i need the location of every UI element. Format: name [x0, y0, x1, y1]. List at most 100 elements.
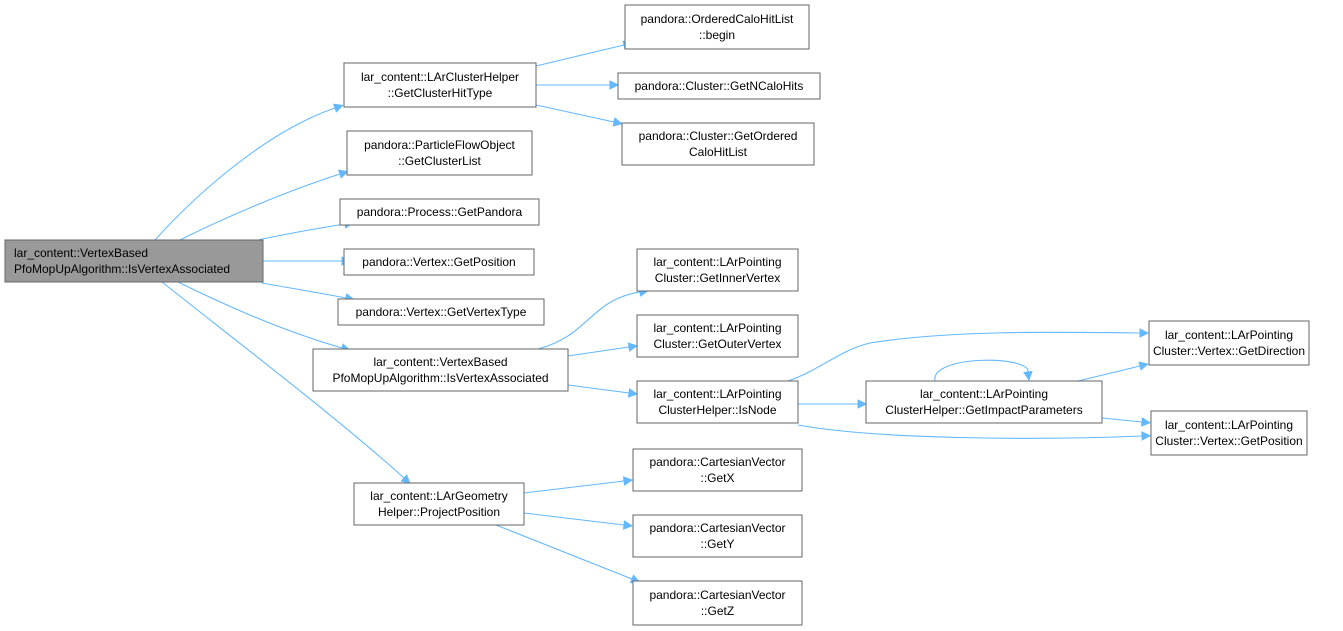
arrowhead — [622, 476, 634, 486]
edge-n7-to-n18 — [523, 512, 634, 530]
node-n3[interactable]: pandora::Process::GetPandora — [339, 198, 540, 226]
node-n2[interactable]: pandora::ParticleFlowObject::GetClusterL… — [346, 130, 533, 176]
node-box — [632, 448, 803, 492]
node-n7[interactable]: lar_content::LArGeometryHelper::ProjectP… — [353, 482, 525, 526]
arrowhead — [612, 117, 623, 127]
node-box — [4, 239, 264, 283]
arrowhead — [1141, 431, 1152, 441]
node-n6[interactable]: lar_content::VertexBasedPfoMopUpAlgorith… — [312, 348, 569, 392]
edge-root-to-n1 — [154, 103, 344, 241]
edge-n13-to-n15 — [787, 328, 1150, 382]
node-label-line: Helper::ProjectPosition — [378, 505, 500, 519]
arrowhead — [857, 399, 868, 409]
edge-root-to-n2 — [179, 169, 349, 241]
edge-n1-to-n8 — [535, 40, 633, 67]
node-label-line: Cluster::GetInnerVertex — [655, 271, 780, 285]
edge-root-to-n4 — [263, 256, 352, 266]
node-box — [346, 130, 533, 176]
arrowhead — [332, 103, 344, 113]
node-label-line: pandora::CartesianVector — [649, 521, 785, 535]
node-box — [617, 72, 821, 100]
node-label-line: lar_content::VertexBased — [373, 355, 507, 369]
arrowhead — [400, 474, 411, 485]
node-n8[interactable]: pandora::OrderedCaloHitList::begin — [624, 4, 810, 50]
edge-root-to-n7 — [161, 281, 411, 485]
node-box — [343, 62, 537, 108]
node-n18[interactable]: pandora::CartesianVector::GetY — [632, 514, 803, 558]
node-box — [312, 348, 569, 392]
node-label-line: ::GetZ — [701, 604, 734, 618]
node-box — [343, 248, 535, 276]
node-box — [632, 580, 803, 626]
node-n12[interactable]: lar_content::LArPointingCluster::GetOute… — [636, 314, 799, 358]
arrowhead — [1141, 417, 1152, 427]
edge-n13-to-n14 — [798, 399, 868, 409]
edge-n13-to-n16 — [797, 424, 1152, 441]
node-box — [1150, 410, 1308, 456]
node-n17[interactable]: pandora::CartesianVector::GetX — [632, 448, 803, 492]
edge-n14-to-n14 — [934, 359, 1033, 382]
edge-n6-to-n11 — [537, 287, 649, 350]
node-label-line: Cluster::Vertex::GetDirection — [1153, 344, 1305, 358]
node-box — [621, 122, 815, 166]
node-n14[interactable]: lar_content::LArPointingClusterHelper::G… — [865, 380, 1103, 424]
edge-n14-to-n15 — [1077, 361, 1149, 382]
node-label-line: lar_content::LArPointing — [653, 321, 781, 335]
node-label-line: ClusterHelper::GetImpactParameters — [885, 403, 1082, 417]
node-label-line: lar_content::LArPointing — [1165, 328, 1293, 342]
node-label-line: PfoMopUpAlgorithm::IsVertexAssociated — [14, 262, 230, 276]
node-label-line: lar_content::LArPointing — [1165, 418, 1293, 432]
arrowhead — [1023, 370, 1033, 382]
arrowhead — [1138, 361, 1149, 371]
node-box — [636, 380, 799, 424]
node-label-line: lar_content::LArPointing — [653, 255, 781, 269]
node-label-line: ::GetClusterHitType — [388, 86, 493, 100]
node-label-line: lar_content::VertexBased — [14, 246, 148, 260]
nodes-layer: lar_content::VertexBasedPfoMopUpAlgorith… — [4, 4, 1310, 626]
node-n16[interactable]: lar_content::LArPointingCluster::Vertex:… — [1150, 410, 1308, 456]
node-box — [636, 314, 799, 358]
node-label-line: pandora::Vertex::GetPosition — [362, 255, 515, 269]
node-label-line: lar_content::LArGeometry — [370, 489, 507, 503]
node-box — [865, 380, 1103, 424]
node-label-line: Cluster::Vertex::GetPosition — [1155, 434, 1302, 448]
arrowhead — [609, 80, 620, 90]
node-root[interactable]: lar_content::VertexBasedPfoMopUpAlgorith… — [4, 239, 264, 283]
edge-n14-to-n16 — [1101, 417, 1152, 427]
node-label-line: pandora::OrderedCaloHitList — [641, 12, 794, 26]
node-n5[interactable]: pandora::Vertex::GetVertexType — [337, 298, 545, 326]
node-n15[interactable]: lar_content::LArPointingCluster::Vertex:… — [1148, 320, 1310, 366]
node-label-line: lar_content::LArClusterHelper — [361, 70, 519, 84]
node-n13[interactable]: lar_content::LArPointingClusterHelper::I… — [636, 380, 799, 424]
node-n4[interactable]: pandora::Vertex::GetPosition — [343, 248, 535, 276]
edges-layer — [154, 40, 1152, 584]
node-label-line: pandora::Cluster::GetOrdered — [639, 129, 798, 143]
node-label-line: lar_content::LArPointing — [653, 387, 781, 401]
edge-n7-to-n19 — [495, 524, 641, 584]
edge-n6-to-n12 — [567, 342, 639, 357]
edge-n6-to-n13 — [567, 384, 639, 398]
node-box — [339, 198, 540, 226]
node-n1[interactable]: lar_content::LArClusterHelper::GetCluste… — [343, 62, 537, 108]
node-n9[interactable]: pandora::Cluster::GetNCaloHits — [617, 72, 821, 100]
node-label-line: lar_content::LArPointing — [920, 387, 1048, 401]
node-box — [1148, 320, 1310, 366]
node-box — [337, 298, 545, 326]
node-n19[interactable]: pandora::CartesianVector::GetZ — [632, 580, 803, 626]
edge-n1-to-n9 — [536, 80, 620, 90]
arrowhead — [338, 169, 349, 179]
arrowhead — [1139, 328, 1150, 338]
node-label-line: pandora::Cluster::GetNCaloHits — [635, 79, 804, 93]
node-box — [636, 248, 799, 292]
node-label-line: pandora::ParticleFlowObject — [364, 138, 515, 152]
node-label-line: PfoMopUpAlgorithm::IsVertexAssociated — [332, 371, 548, 385]
node-label-line: pandora::Process::GetPandora — [357, 205, 523, 219]
node-n11[interactable]: lar_content::LArPointingCluster::GetInne… — [636, 248, 799, 292]
node-label-line: ::begin — [699, 28, 735, 42]
node-label-line: pandora::CartesianVector — [649, 455, 785, 469]
node-label-line: ::GetClusterList — [398, 154, 481, 168]
node-label-line: pandora::Vertex::GetVertexType — [356, 305, 527, 319]
node-box — [624, 4, 810, 50]
